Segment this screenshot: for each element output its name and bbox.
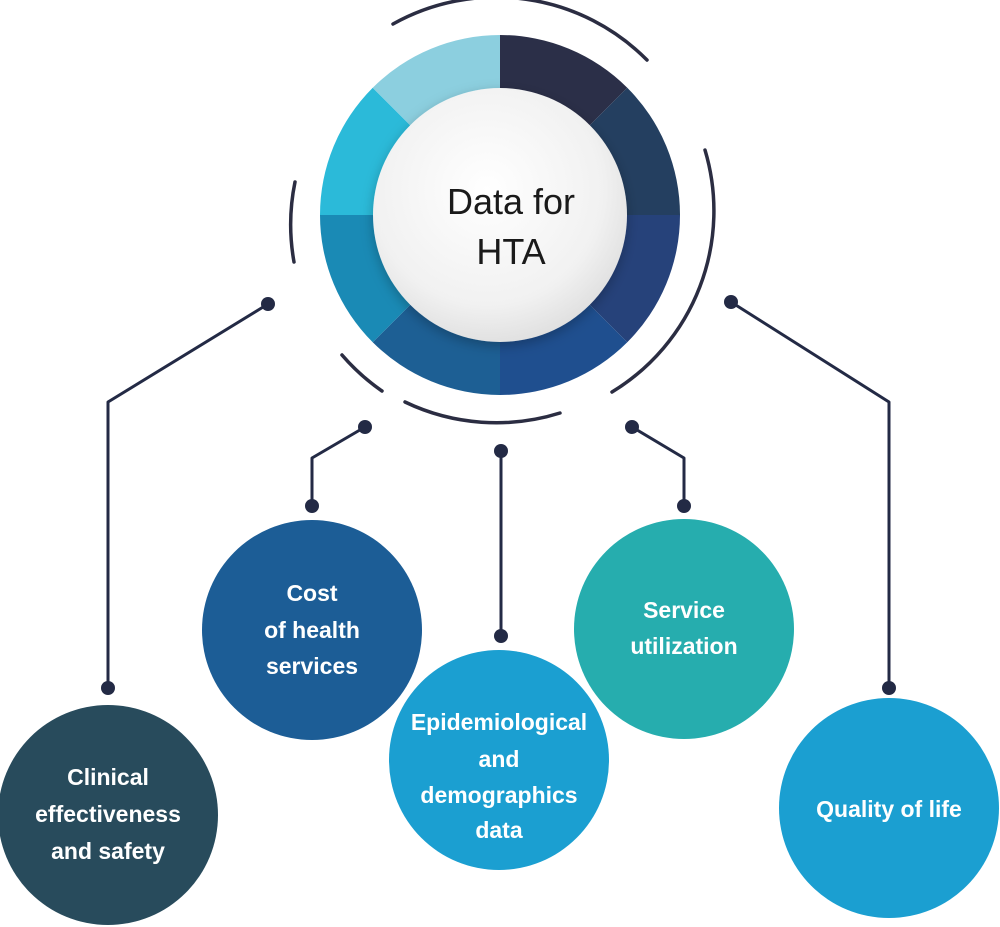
connector-service	[631, 425, 686, 506]
arc-right	[610, 148, 716, 394]
node-epidemiological-label-line-4: data	[475, 817, 523, 843]
node-epidemiological-label-line-3: demographics	[420, 782, 577, 808]
connector-clinical-end-dot	[101, 681, 115, 695]
arc-bottom-left	[340, 353, 384, 393]
ring-segment	[320, 215, 417, 343]
connector-service-start-dot	[625, 420, 639, 434]
node-clinical-circle	[0, 705, 218, 925]
ring-segment	[372, 298, 500, 395]
connector-cost-start-dot	[358, 420, 372, 434]
connector-clinical	[106, 302, 269, 688]
node-clinical: Clinical effectiveness and safety	[0, 705, 218, 925]
connector-quality	[730, 300, 891, 688]
node-quality: Quality of life	[779, 698, 999, 918]
node-quality-label-line-1: Quality of life	[816, 796, 962, 822]
node-cost-circle	[202, 520, 422, 740]
node-epidemiological-label-line-1: Epidemiological	[411, 709, 587, 735]
center-hub: Data for HTA	[373, 88, 627, 342]
node-service: Service utilization	[574, 519, 794, 739]
connector-cost	[310, 425, 366, 506]
node-cost-label-line-1: Cost	[286, 580, 337, 606]
node-epidemiological: Epidemiological and demographics data	[389, 650, 609, 870]
connector-epidemiological-end-dot	[494, 629, 508, 643]
node-service-circle	[574, 519, 794, 739]
arc-bottom	[403, 400, 562, 425]
ring-segment	[583, 87, 680, 215]
connector-clinical-start-dot	[261, 297, 275, 311]
connector-quality-end-dot	[882, 681, 896, 695]
ring-segment	[500, 35, 628, 132]
node-epidemiological-label-line-2: and	[479, 746, 520, 772]
connector-cost-end-dot	[305, 499, 319, 513]
connector-epidemiological-start-dot	[494, 444, 508, 458]
ring-segment	[583, 215, 680, 343]
node-epidemiological-circle	[389, 650, 609, 870]
node-clinical-label-line-1: Clinical	[67, 764, 149, 790]
decorative-arcs	[288, 0, 716, 425]
node-quality-circle	[779, 698, 999, 918]
ring-segment	[372, 35, 500, 132]
node-clinical-label-line-2: effectiveness	[35, 801, 181, 827]
connector-quality-start-dot	[724, 295, 738, 309]
node-cost: Cost of health services	[202, 520, 422, 740]
node-cost-label-line-2: of health	[264, 617, 360, 643]
ring-segment	[500, 298, 628, 395]
node-clinical-label-line-3: and safety	[51, 838, 165, 864]
center-circle	[373, 88, 627, 342]
arc-top	[391, 0, 649, 62]
arc-left	[288, 180, 297, 264]
connector-service-end-dot	[677, 499, 691, 513]
node-cost-label-line-3: services	[266, 653, 358, 679]
connectors	[101, 295, 896, 695]
center-label-line-2: HTA	[476, 231, 545, 272]
center-label-line-1: Data for	[447, 181, 575, 222]
segmented-ring	[320, 35, 680, 395]
ring-segment	[320, 87, 417, 215]
node-service-label-line-2: utilization	[630, 633, 737, 659]
node-service-label-line-1: Service	[643, 597, 725, 623]
